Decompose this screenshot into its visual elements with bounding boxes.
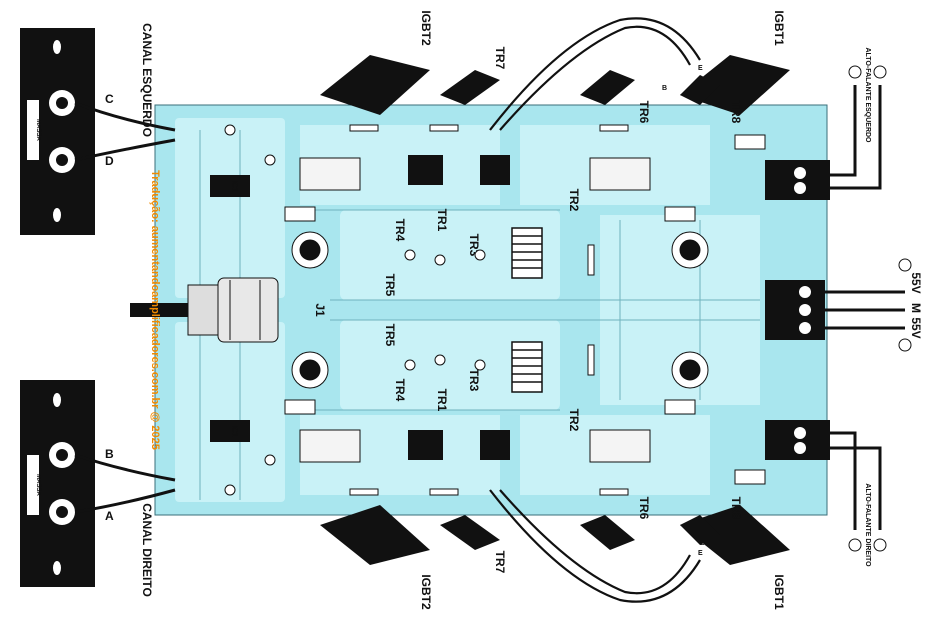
tr1-label-bottom: TR1 (435, 389, 449, 412)
inductors (511, 227, 543, 393)
small-components (224, 124, 766, 496)
driver-transistors (440, 70, 720, 550)
alto-falante-direito-label: ALTO-FALANTE DIREITO (864, 483, 871, 567)
tr7-label-bottom: TR7 (493, 551, 507, 574)
tr4-label-top: TR4 (393, 219, 407, 242)
pin-b-bottom: B (700, 540, 705, 547)
tr1-label-top: TR1 (435, 209, 449, 232)
output-terminals (765, 160, 830, 460)
input-connector-right-channel (20, 380, 95, 587)
igbt1-label-bottom: IGBT1 (772, 574, 786, 610)
igbt1-label-top: IGBT1 (772, 10, 786, 46)
input-connector-left (20, 28, 95, 235)
canal-direito-label: CANAL DIREITO (140, 503, 154, 597)
v55-top-label: 55V (909, 272, 923, 293)
alto-falante-esquerdo-label: ALTO-FALANTE ESQUERDO (864, 47, 871, 143)
pin-b-top: B (662, 85, 667, 92)
tr5-label-top: TR5 (383, 274, 397, 297)
watermark-text: Tradução: aumentandoamplificadores.com.b… (149, 170, 161, 450)
tr5-label-bottom: TR5 (383, 324, 397, 347)
tr6-label-bottom: TR6 (637, 497, 651, 520)
ic1-label-bottom: IC1 (230, 425, 239, 438)
canal-esquerdo-label: CANAL ESQUERDO (140, 23, 154, 137)
massa-label-bottom: MASSA (35, 474, 41, 496)
igbt2-label-top: IGBT2 (419, 10, 433, 46)
gate-wires (489, 17, 701, 603)
terminal-a-label: A (105, 509, 114, 523)
igbt-devices (320, 55, 790, 565)
electrolytic-capacitors (291, 231, 709, 389)
tr6-label-top: TR6 (637, 101, 651, 124)
tr2-label-top: TR2 (567, 189, 581, 212)
ic-chips (210, 175, 250, 442)
terminal-c-label: C (105, 92, 114, 106)
tr3-label-bottom: TR3 (467, 369, 481, 392)
tr7-label-top: TR7 (493, 47, 507, 70)
m-label: M (909, 303, 923, 313)
tr4-label-bottom: TR4 (393, 379, 407, 402)
input-cables (74, 101, 176, 514)
j1-label: J1 (313, 303, 327, 317)
pin-e-top: E (698, 65, 703, 72)
tr2-label-bottom: TR2 (567, 409, 581, 432)
polarity-marks (848, 65, 912, 552)
trimmers (408, 155, 510, 460)
massa-label-top: MASSA (35, 119, 41, 141)
tr8-label-bottom: TR8 (729, 497, 743, 520)
potentiometer-j1 (130, 277, 279, 343)
terminal-b-label: B (105, 447, 114, 461)
terminal-d-label: D (105, 154, 114, 168)
tr8-label-top: TR8 (729, 101, 743, 124)
output-wires (825, 85, 905, 530)
v55-bottom-label: 55V (909, 317, 923, 338)
ic1-label-top: IC1 (230, 180, 239, 193)
power-resistors (299, 157, 651, 463)
igbt2-label-bottom: IGBT2 (419, 574, 433, 610)
trace-lines (199, 130, 760, 500)
pin-e-bottom: E (698, 550, 703, 557)
